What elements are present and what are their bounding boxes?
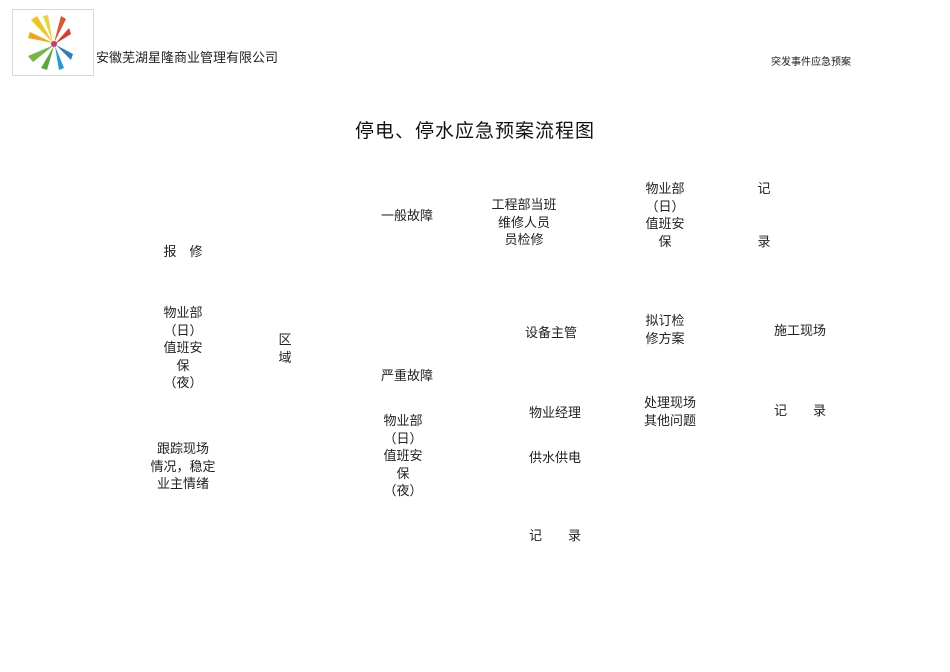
node-line: 值班安 (383, 449, 423, 464)
node-line: 物业部 (645, 182, 685, 197)
node-line: 业主情绪 (156, 477, 209, 492)
node-line: 记 (757, 182, 771, 197)
sunburst-logo-icon (28, 15, 73, 70)
node-line: 跟踪现场 (156, 442, 209, 457)
company-logo (12, 9, 94, 76)
node-line: （日） (383, 431, 423, 447)
node-line: 物业部 (163, 306, 203, 321)
property-duty-node-center: 物业部 （日） 值班安 保 （夜） (363, 413, 443, 501)
node-line: 拟订检 (645, 314, 685, 329)
node-line: 工程部当班 (491, 198, 557, 213)
node-line: 情况，稳定 (150, 459, 216, 475)
node-line: 员检修 (504, 233, 544, 248)
property-duty-node-left: 物业部 （日） 值班安 保 （夜） (143, 305, 223, 393)
node-line: 修方案 (645, 331, 685, 347)
equipment-head-node: 设备主管 (524, 326, 577, 341)
node-line: 保 (396, 466, 410, 482)
document-type: 突发事件应急预案 (771, 57, 851, 68)
node-line: 值班安 (645, 217, 685, 232)
record-node-top-right: 记 录 (744, 181, 784, 251)
node-line: 区 (278, 333, 292, 348)
company-name: 安徽芜湖星隆商业管理有限公司 (96, 51, 279, 66)
node-line: 保 (658, 234, 672, 250)
track-site-node: 跟踪现场 情况，稳定 业主情绪 (138, 441, 228, 494)
general-fault-node: 一般故障 (380, 209, 433, 224)
node-line: （夜） (163, 376, 203, 391)
node-line: 物业部 (383, 414, 423, 429)
node-line: 值班安 (163, 341, 203, 356)
engineering-duty-node: 工程部当班 维修人员 员检修 (479, 197, 569, 250)
node-line: 域 (278, 350, 292, 366)
node-line: （日） (645, 199, 685, 215)
property-duty-node-right: 物业部 （日） 值班安 保 (625, 181, 705, 251)
handle-issues-node: 处理现场 其他问题 (630, 395, 710, 430)
serious-fault-node: 严重故障 (380, 369, 433, 384)
record-node-bottom: 记 录 (528, 529, 581, 544)
page-title: 停电、停水应急预案流程图 (354, 120, 595, 142)
node-line: 处理现场 (643, 396, 696, 411)
draft-plan-node: 拟订检 修方案 (625, 313, 705, 348)
construction-site-node: 施工现场 (773, 324, 826, 339)
area-node: 区 域 (270, 332, 300, 367)
node-line: 录 (757, 234, 771, 250)
record-node-right: 记 录 (773, 404, 826, 419)
water-power-supply-node: 供水供电 (528, 451, 581, 466)
node-line: 其他问题 (643, 413, 696, 429)
node-line: （夜） (383, 484, 423, 499)
node-line: 保 (176, 358, 190, 374)
node-line: 维修人员 (497, 215, 550, 231)
report-repair-node: 报 修 (163, 245, 203, 260)
node-line: （日） (163, 323, 203, 339)
property-manager-node: 物业经理 (528, 406, 581, 421)
